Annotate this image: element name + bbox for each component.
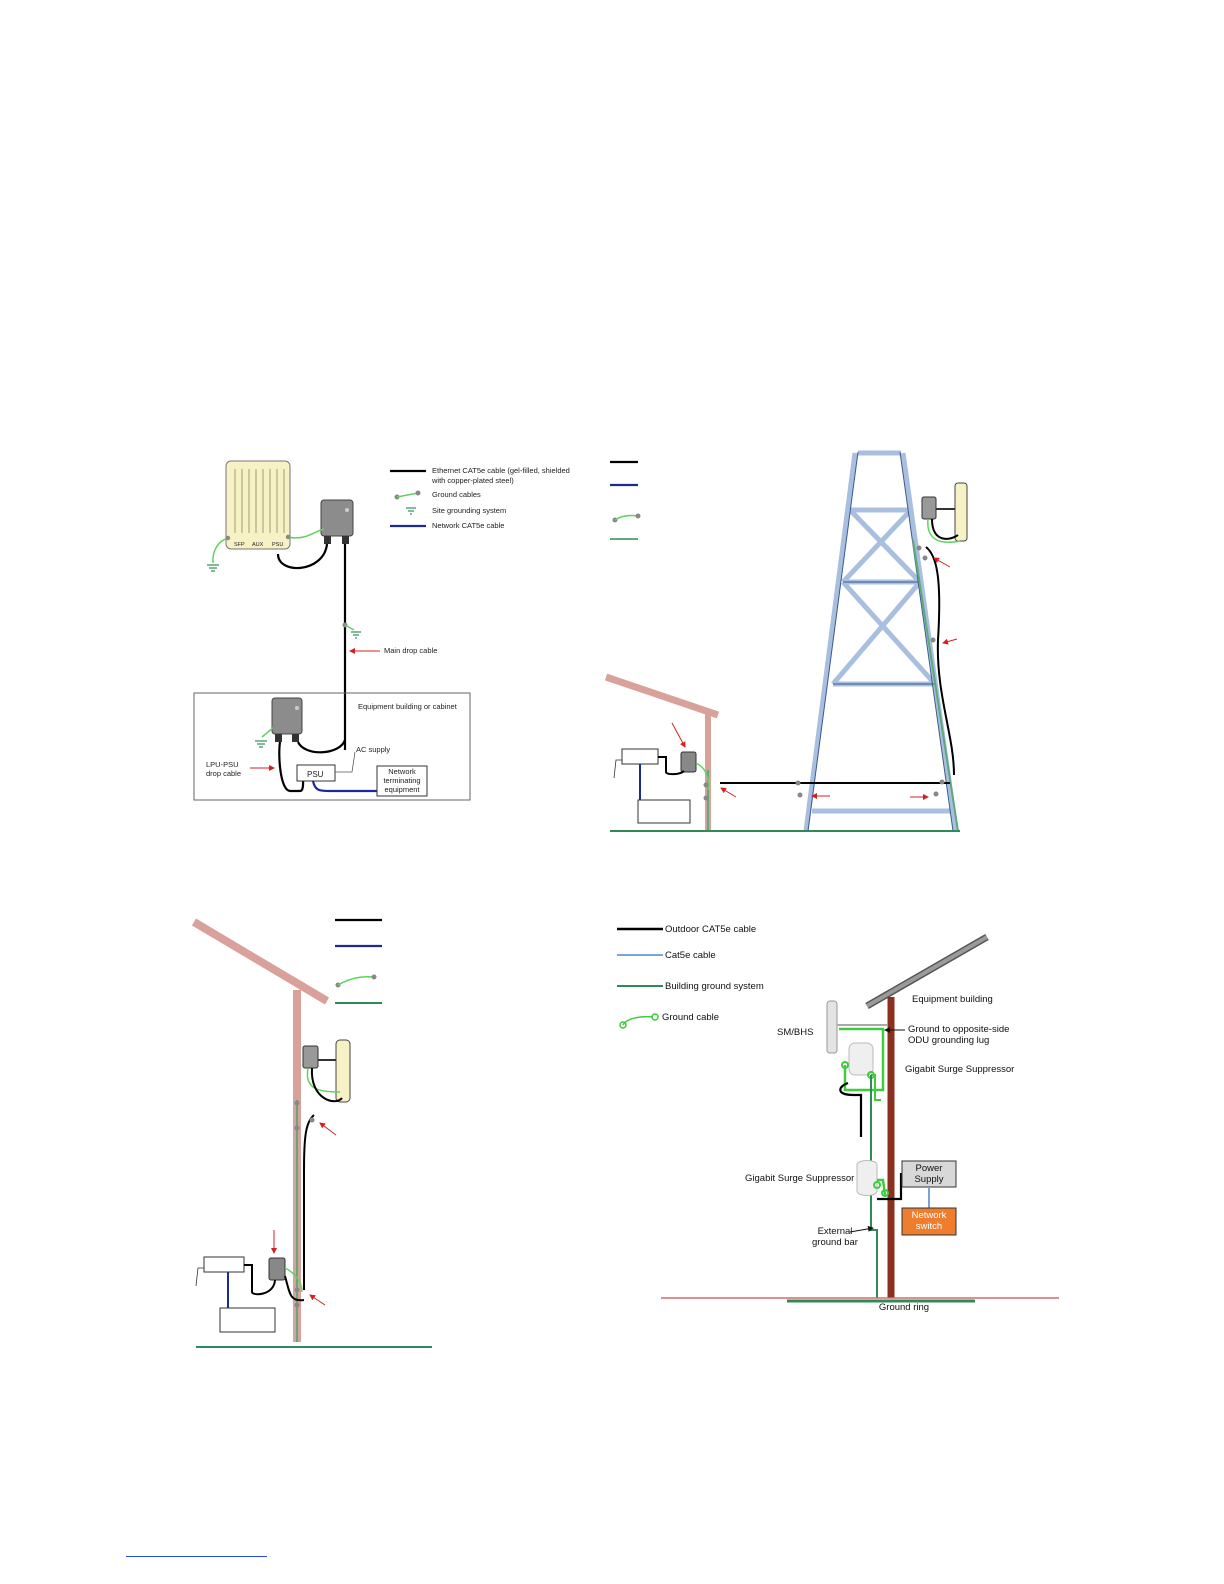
lpu-tower-building xyxy=(680,751,697,773)
legend-network-cable: Network CAT5e cable xyxy=(432,521,504,530)
ground-opposite-label-2: ODU grounding lug xyxy=(908,1035,989,1046)
power-supply-box xyxy=(901,1160,957,1188)
odu-unit: SFP AUX PSU xyxy=(225,460,291,550)
network-cable xyxy=(311,780,377,793)
footer-link-underline[interactable] xyxy=(126,1556,267,1557)
odu-tower xyxy=(921,482,968,543)
legend-ground-cables: Ground cables xyxy=(432,490,481,499)
lpu-psu-label-2: drop cable xyxy=(206,769,241,778)
surge-suppressor-lower xyxy=(856,1160,878,1196)
odu-ground-symbol xyxy=(207,535,231,572)
panel-tower-installation xyxy=(604,450,968,832)
external-ground-label-1: External xyxy=(818,1226,853,1237)
psu-box-tower xyxy=(621,748,659,765)
equipment-box-wall xyxy=(219,1307,276,1333)
wall-drop-cable xyxy=(303,1114,315,1290)
ground-opposite-label-1: Ground to opposite-side xyxy=(908,1024,1009,1035)
legend-building-ground: Building ground system xyxy=(665,981,764,992)
building-wall xyxy=(191,918,330,1342)
legend-cat5e-cable: Cat5e cable xyxy=(665,950,716,961)
legend-ethernet-2: with copper-plated steel) xyxy=(431,476,514,485)
ground-cable xyxy=(287,528,325,539)
lpu-psu-label-1: LPU-PSU xyxy=(206,760,239,769)
psu-box-label: PSU xyxy=(307,770,324,779)
ac-supply-label: AC supply xyxy=(356,745,390,754)
ground-loop-top xyxy=(839,1027,885,1092)
panel-building-surge: Outdoor CAT5e cable Cat5e cable Building… xyxy=(617,924,1059,1313)
panel-odu-grounding: SFP AUX PSU Main drop cable Equipment bu… xyxy=(193,460,570,801)
panel-a-legend: Ethernet CAT5e cable (gel-filled, shield… xyxy=(390,466,570,530)
legend-ethernet-1: Ethernet CAT5e cable (gel-filled, shield… xyxy=(432,466,570,475)
port-aux-label: AUX xyxy=(252,542,264,548)
equipment-building-box xyxy=(193,692,471,801)
sm-bhs-antenna xyxy=(826,1000,887,1076)
odu-wall xyxy=(302,1039,351,1103)
panel-b-legend xyxy=(610,460,641,540)
psu-box xyxy=(296,764,336,782)
network-switch-label-1: Network xyxy=(912,1210,947,1221)
ground-ring-label: Ground ring xyxy=(879,1302,929,1313)
lpu-wall-building xyxy=(268,1257,286,1281)
lpu-bottom xyxy=(271,697,303,742)
nte-label-2: terminating xyxy=(383,776,420,785)
panel-d-legend: Outdoor CAT5e cable Cat5e cable Building… xyxy=(617,924,764,1029)
nte-label-3: equipment xyxy=(384,785,420,794)
legend-ground-cable: Ground cable xyxy=(662,1012,719,1023)
network-terminating-box xyxy=(376,765,428,797)
power-supply-label-2: Supply xyxy=(914,1174,943,1185)
surge-suppressor-top-label: Gigabit Surge Suppressor xyxy=(905,1064,1014,1075)
equipment-box-tower xyxy=(637,799,691,824)
equipment-building-label-d: Equipment building xyxy=(912,994,993,1005)
equipment-building-label: Equipment building or cabinet xyxy=(358,702,458,711)
power-supply-label-1: Power xyxy=(916,1163,943,1174)
ethernet-cable xyxy=(276,543,329,570)
nte-label-1: Network xyxy=(388,767,416,776)
external-ground-label-2: ground bar xyxy=(812,1237,858,1248)
psu-box-wall xyxy=(203,1256,245,1273)
network-switch-label-2: switch xyxy=(916,1221,942,1232)
surge-suppressor-bottom-label: Gigabit Surge Suppressor xyxy=(745,1173,854,1184)
panel-c-legend xyxy=(335,918,382,1004)
port-psu-label: PSU xyxy=(272,542,283,548)
port-sfp-label: SFP xyxy=(234,542,245,548)
lpu-top xyxy=(320,499,354,544)
sm-bhs-label: SM/BHS xyxy=(777,1027,813,1038)
panel-wall-installation xyxy=(191,918,432,1348)
legend-outdoor-cable: Outdoor CAT5e cable xyxy=(665,924,756,935)
legend-site-grounding: Site grounding system xyxy=(432,506,506,515)
tower-struts xyxy=(807,451,954,832)
main-drop-cable-label: Main drop cable xyxy=(384,646,437,655)
network-switch-box xyxy=(901,1207,957,1236)
